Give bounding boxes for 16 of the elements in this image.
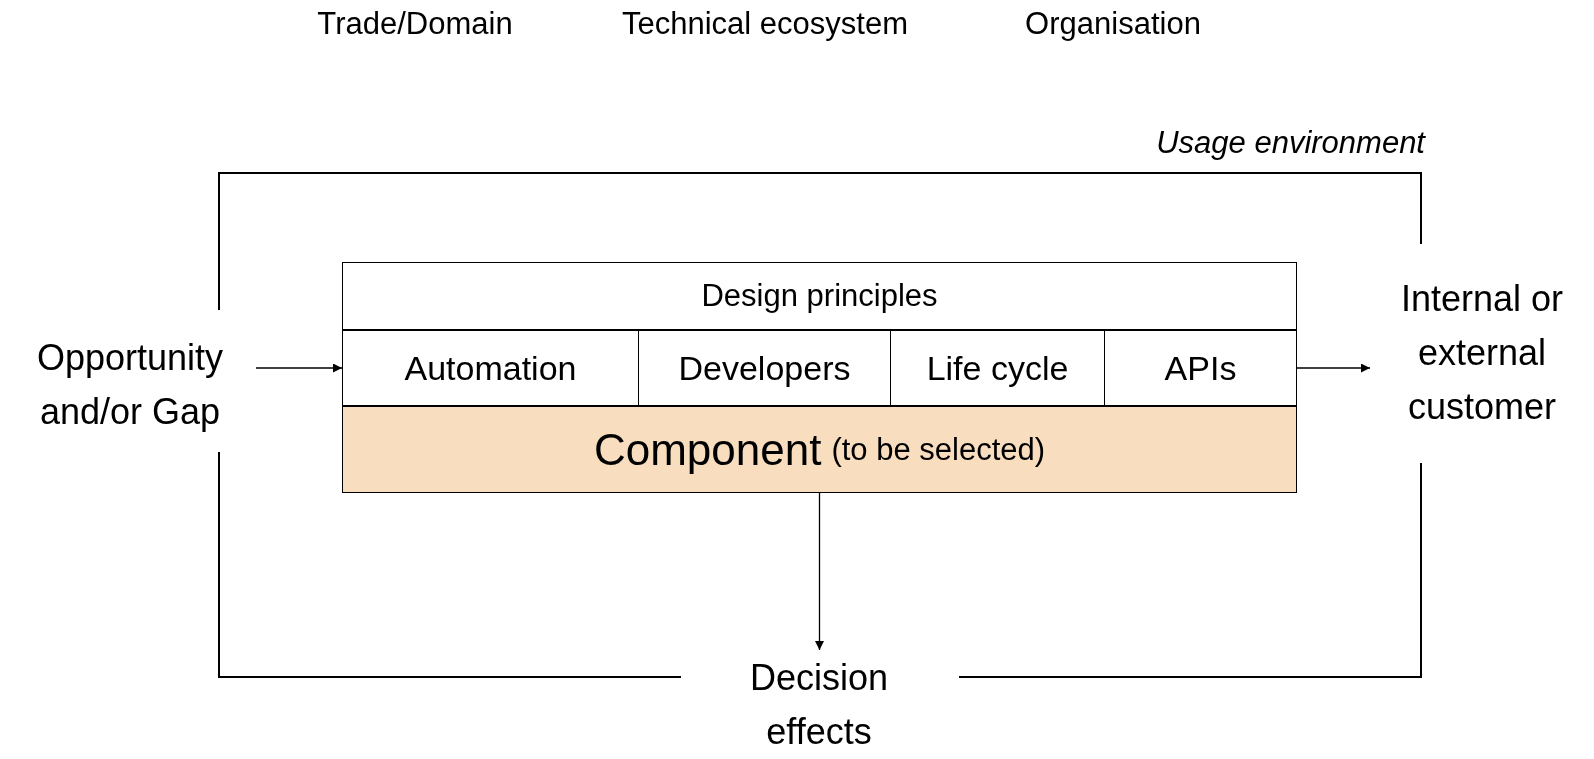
category-label: Organisation bbox=[1025, 6, 1201, 42]
label-box: Developers bbox=[638, 330, 891, 406]
component-box: Component (to be selected) bbox=[342, 406, 1297, 493]
arrow bbox=[815, 492, 824, 651]
category-label: Technical ecosystem bbox=[622, 6, 908, 42]
arrow bbox=[1296, 363, 1371, 373]
category-label: Trade/Domain bbox=[317, 6, 513, 42]
label-box: Automation bbox=[342, 330, 639, 406]
label-box: Life cycle bbox=[890, 330, 1105, 406]
node-text: Opportunity and/or Gap bbox=[35, 336, 225, 434]
frame-title: Usage environment bbox=[1156, 125, 1425, 161]
node-text: Decision effects bbox=[748, 655, 890, 754]
node-text: Internal or external customer bbox=[1399, 276, 1565, 429]
label-box: Design principles bbox=[342, 262, 1297, 330]
label-box: APIs bbox=[1104, 330, 1297, 406]
arrow bbox=[255, 363, 343, 373]
